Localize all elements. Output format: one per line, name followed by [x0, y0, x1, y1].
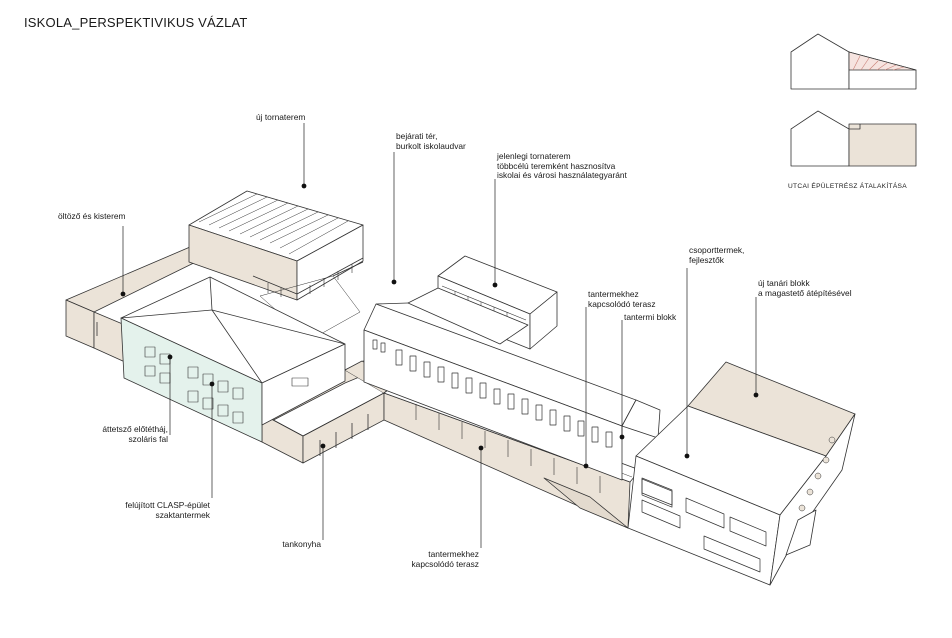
inset-caption: UTCAI ÉPÜLETRÉSZ ÁTALAKÍTÁSA	[788, 183, 907, 190]
label-csoporttermek: csoporttermek, fejlesztők	[689, 245, 745, 265]
label-clasp: felújított CLASP-épület szaktantermek	[125, 500, 210, 520]
leader-dots	[120, 183, 759, 469]
leader-lines	[122, 123, 757, 548]
left-wing-building	[65, 246, 211, 363]
label-tantermi-blokk: tantermi blokk	[624, 312, 677, 322]
page-title: ISKOLA_PERSPEKTIVIKUS VÁZLAT	[24, 15, 248, 30]
label-tankonyha: tankonyha	[282, 539, 321, 549]
label-uj-tanari-blokk: új tanári blokk a magastető átépítésével	[758, 278, 852, 298]
clasp-building	[120, 276, 346, 443]
label-terasz-bottom: tantermekhez kapcsolódó terasz	[411, 549, 479, 569]
label-bejarati-ter: bejárati tér, burkolt iskolaudvar	[396, 131, 466, 151]
inset-elevation-after	[790, 110, 917, 167]
label-attetszo: áttetsző előtétháj, szoláris fal	[102, 424, 168, 444]
label-terasz-top: tantermekhez kapcsolódó terasz	[588, 289, 656, 309]
new-gym-building	[188, 190, 364, 301]
label-jelenlegi-tornaterem: jelenlegi tornaterem többcélú teremként …	[497, 151, 627, 181]
classroom-block	[363, 302, 661, 481]
inset-elevation-before	[790, 33, 917, 90]
teacher-block	[627, 361, 856, 586]
label-uj-tornaterem: új tornaterem	[256, 112, 306, 122]
label-oltozo: öltöző és kisterem	[58, 211, 126, 221]
current-gym-building	[407, 255, 558, 350]
